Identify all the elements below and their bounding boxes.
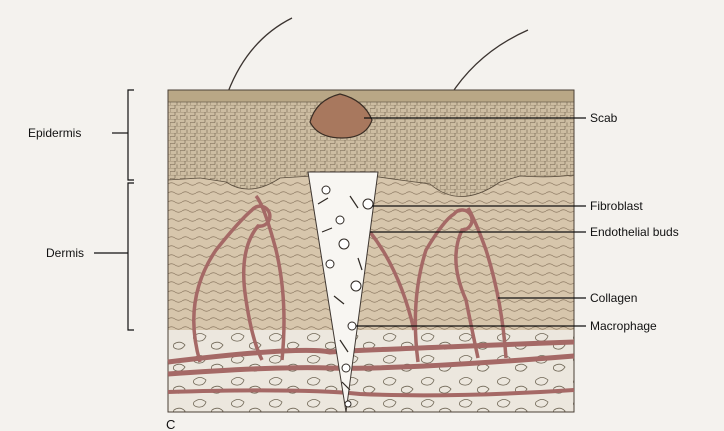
fibroblast-label: Fibroblast <box>590 199 643 213</box>
fibroblast-cell <box>363 199 373 209</box>
cell <box>339 239 349 249</box>
skin-block <box>168 90 574 412</box>
hair-right <box>450 30 528 96</box>
collagen-label: Collagen <box>590 291 637 305</box>
endothelial-buds-label: Endothelial buds <box>590 225 679 239</box>
epidermis-bracket <box>112 90 134 180</box>
cell <box>326 260 334 268</box>
dermis-bracket <box>94 183 134 330</box>
skin-surface <box>168 90 574 102</box>
macrophage-cell <box>348 322 356 330</box>
dermis-label: Dermis <box>46 246 84 260</box>
scab-label: Scab <box>590 111 618 125</box>
cell <box>345 401 351 407</box>
hair-left <box>228 18 292 92</box>
cell <box>351 281 361 291</box>
macrophage-label: Macrophage <box>590 319 657 333</box>
epidermis-label: Epidermis <box>28 126 81 140</box>
cell <box>342 364 350 372</box>
panel-letter: C <box>166 417 175 431</box>
cell <box>322 186 330 194</box>
cell <box>336 216 344 224</box>
